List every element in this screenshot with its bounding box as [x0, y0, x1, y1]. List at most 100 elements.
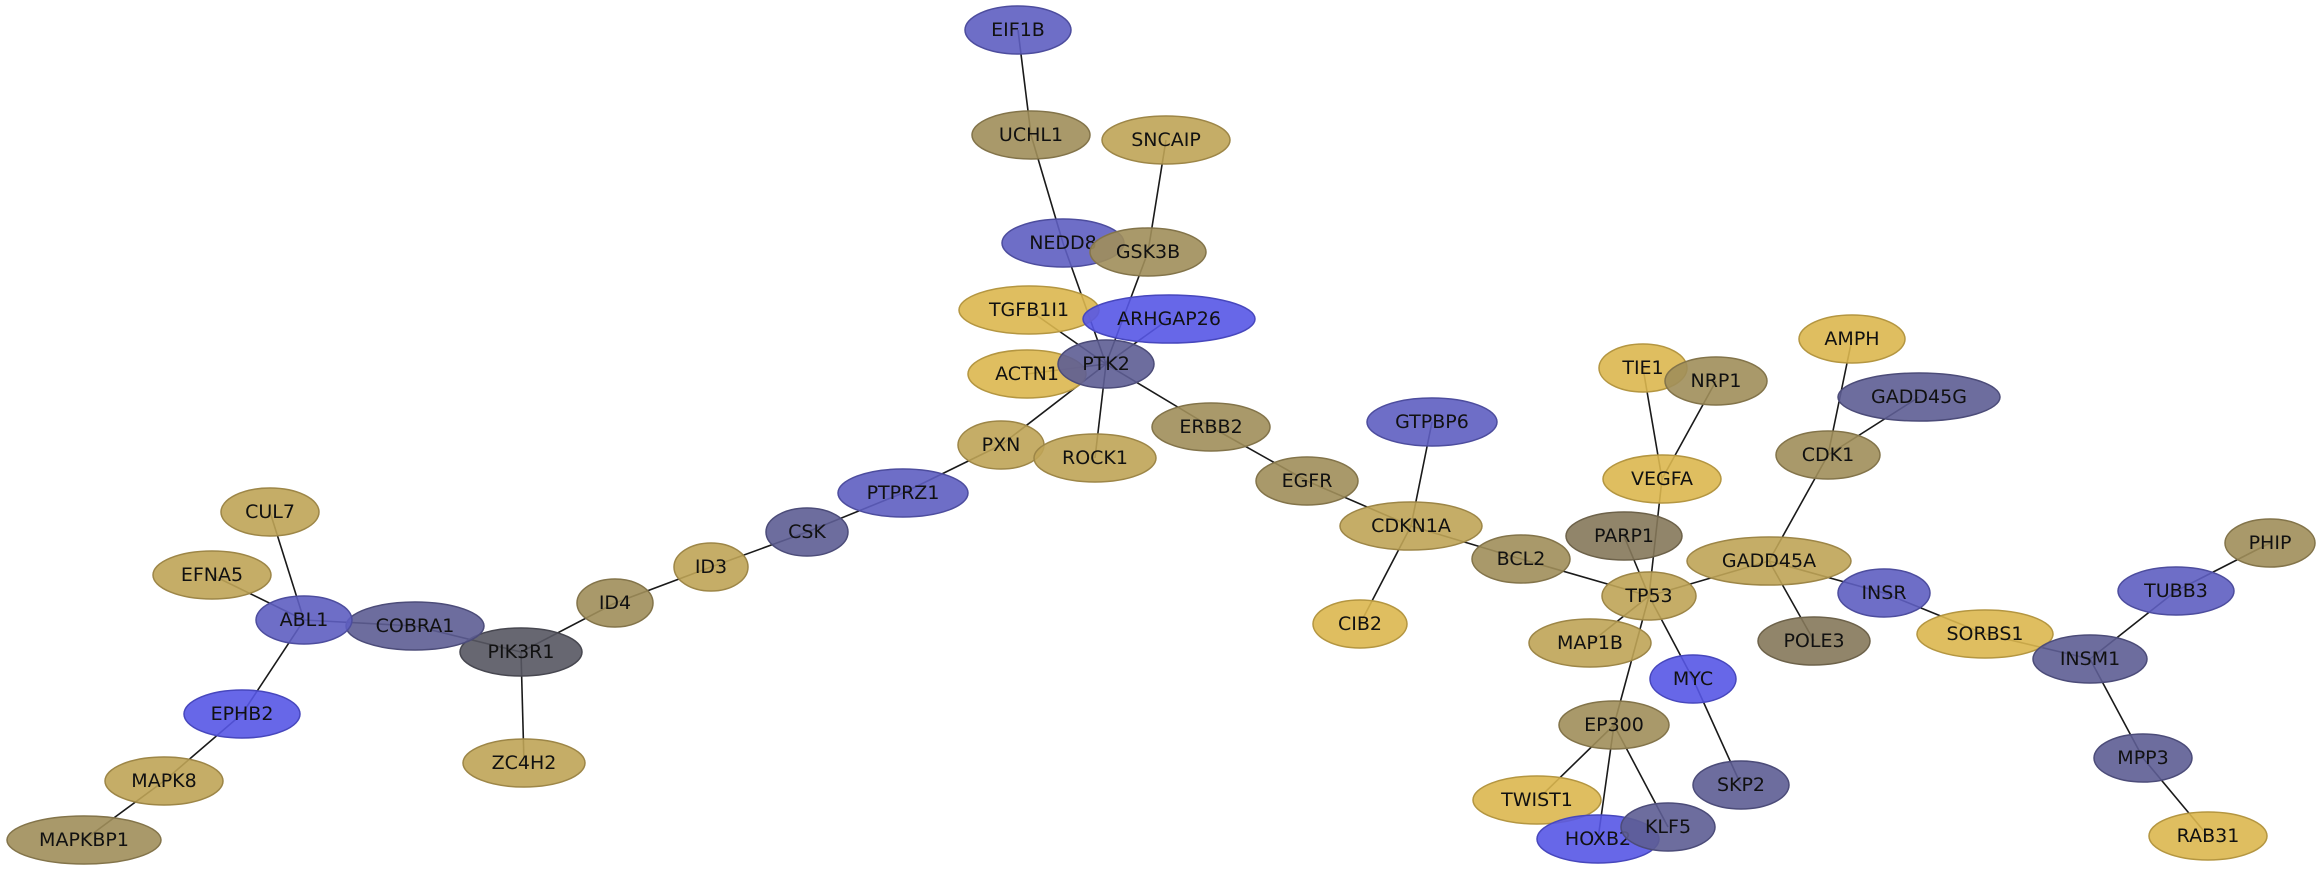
- node-label-twist1: TWIST1: [1500, 789, 1573, 811]
- node-shape-zc4h2: [462, 738, 586, 788]
- node-shape-tubb3: [2117, 566, 2235, 616]
- node-mapkbp1[interactable]: MAPKBP1: [6, 815, 162, 865]
- node-gtpbp6[interactable]: GTPBP6: [1366, 397, 1498, 447]
- node-shape-ephb2: [183, 689, 301, 739]
- node-label-cobra1: COBRA1: [376, 615, 455, 637]
- node-gadd45a[interactable]: GADD45A: [1686, 536, 1852, 586]
- node-label-rock1: ROCK1: [1062, 447, 1128, 469]
- node-tgfb1i1[interactable]: TGFB1I1: [958, 285, 1100, 335]
- node-label-pxn: PXN: [982, 434, 1021, 456]
- node-zc4h2[interactable]: ZC4H2: [462, 738, 586, 788]
- node-tp53[interactable]: TP53: [1601, 571, 1697, 621]
- node-rab31[interactable]: RAB31: [2148, 811, 2268, 861]
- node-shape-arhgap26: [1082, 294, 1256, 344]
- node-shape-map1b: [1528, 618, 1652, 668]
- node-amph[interactable]: AMPH: [1798, 314, 1906, 364]
- node-label-skp2: SKP2: [1717, 774, 1765, 796]
- node-label-id4: ID4: [599, 592, 631, 614]
- node-shape-pole3: [1757, 616, 1871, 666]
- node-shape-gadd45g: [1837, 372, 2001, 422]
- node-ephb2[interactable]: EPHB2: [183, 689, 301, 739]
- node-ptprz1[interactable]: PTPRZ1: [837, 468, 969, 518]
- node-label-actn1: ACTN1: [995, 363, 1059, 385]
- node-csk[interactable]: CSK: [765, 507, 849, 557]
- node-label-gsk3b: GSK3B: [1116, 241, 1180, 263]
- node-label-pik3r1: PIK3R1: [488, 641, 555, 663]
- node-abl1[interactable]: ABL1: [255, 595, 353, 645]
- node-label-cdk1: CDK1: [1802, 444, 1854, 466]
- node-label-tp53: TP53: [1624, 585, 1672, 607]
- node-pole3[interactable]: POLE3: [1757, 616, 1871, 666]
- node-eif1b[interactable]: EIF1B: [964, 5, 1072, 55]
- node-gadd45g[interactable]: GADD45G: [1837, 372, 2001, 422]
- node-label-amph: AMPH: [1824, 328, 1879, 350]
- node-cib2[interactable]: CIB2: [1312, 599, 1408, 649]
- node-label-pole3: POLE3: [1783, 630, 1844, 652]
- node-shape-myc: [1649, 654, 1737, 704]
- node-shape-rab31: [2148, 811, 2268, 861]
- node-label-ephb2: EPHB2: [211, 703, 274, 725]
- node-cul7[interactable]: CUL7: [220, 487, 320, 537]
- node-shape-cul7: [220, 487, 320, 537]
- node-vegfa[interactable]: VEGFA: [1602, 454, 1722, 504]
- node-skp2[interactable]: SKP2: [1692, 760, 1790, 810]
- node-uchl1[interactable]: UCHL1: [971, 110, 1091, 160]
- node-shape-pik3r1: [459, 627, 583, 677]
- node-rock1[interactable]: ROCK1: [1033, 433, 1157, 483]
- node-egfr[interactable]: EGFR: [1255, 456, 1359, 506]
- node-map1b[interactable]: MAP1B: [1528, 618, 1652, 668]
- node-label-nedd8: NEDD8: [1029, 232, 1097, 254]
- node-shape-sorbs1: [1916, 609, 2054, 659]
- node-shape-parp1: [1565, 511, 1683, 561]
- node-id3[interactable]: ID3: [673, 542, 749, 592]
- node-label-phip: PHIP: [2249, 532, 2292, 554]
- node-sorbs1[interactable]: SORBS1: [1916, 609, 2054, 659]
- node-pxn[interactable]: PXN: [957, 420, 1045, 470]
- node-label-myc: MYC: [1673, 668, 1713, 690]
- node-shape-nrp1: [1664, 356, 1768, 406]
- node-twist1[interactable]: TWIST1: [1472, 775, 1602, 825]
- node-shape-vegfa: [1602, 454, 1722, 504]
- node-shape-bcl2: [1471, 534, 1571, 584]
- node-label-insr: INSR: [1861, 582, 1906, 604]
- node-pik3r1[interactable]: PIK3R1: [459, 627, 583, 677]
- node-mapk8[interactable]: MAPK8: [104, 756, 224, 806]
- node-bcl2[interactable]: BCL2: [1471, 534, 1571, 584]
- node-shape-erbb2: [1151, 402, 1271, 452]
- node-klf5[interactable]: KLF5: [1620, 802, 1716, 852]
- node-label-sncaip: SNCAIP: [1131, 129, 1201, 151]
- node-mpp3[interactable]: MPP3: [2093, 733, 2193, 783]
- node-erbb2[interactable]: ERBB2: [1151, 402, 1271, 452]
- node-insr[interactable]: INSR: [1837, 568, 1931, 618]
- node-shape-skp2: [1692, 760, 1790, 810]
- node-insm1[interactable]: INSM1: [2032, 634, 2148, 684]
- node-label-csk: CSK: [788, 521, 826, 543]
- node-label-cib2: CIB2: [1338, 613, 1382, 635]
- node-ep300[interactable]: EP300: [1558, 700, 1670, 750]
- node-shape-abl1: [255, 595, 353, 645]
- node-cobra1[interactable]: COBRA1: [345, 601, 485, 651]
- node-label-cdkn1a: CDKN1A: [1371, 515, 1451, 537]
- node-gsk3b[interactable]: GSK3B: [1089, 227, 1207, 277]
- node-ptk2[interactable]: PTK2: [1057, 339, 1155, 389]
- node-cdkn1a[interactable]: CDKN1A: [1339, 501, 1483, 551]
- node-phip[interactable]: PHIP: [2224, 518, 2316, 568]
- node-arhgap26[interactable]: ARHGAP26: [1082, 294, 1256, 344]
- node-label-rab31: RAB31: [2177, 825, 2240, 847]
- node-shape-phip: [2224, 518, 2316, 568]
- node-label-id3: ID3: [695, 556, 727, 578]
- node-shape-sncaip: [1101, 115, 1231, 165]
- node-nrp1[interactable]: NRP1: [1664, 356, 1768, 406]
- node-parp1[interactable]: PARP1: [1565, 511, 1683, 561]
- node-shape-insr: [1837, 568, 1931, 618]
- node-label-tubb3: TUBB3: [2143, 580, 2208, 602]
- node-myc[interactable]: MYC: [1649, 654, 1737, 704]
- node-cdk1[interactable]: CDK1: [1775, 430, 1881, 480]
- node-actn1[interactable]: ACTN1: [967, 349, 1087, 399]
- node-sncaip[interactable]: SNCAIP: [1101, 115, 1231, 165]
- node-efna5[interactable]: EFNA5: [152, 550, 272, 600]
- node-label-ep300: EP300: [1584, 714, 1644, 736]
- node-tubb3[interactable]: TUBB3: [2117, 566, 2235, 616]
- node-id4[interactable]: ID4: [576, 578, 654, 628]
